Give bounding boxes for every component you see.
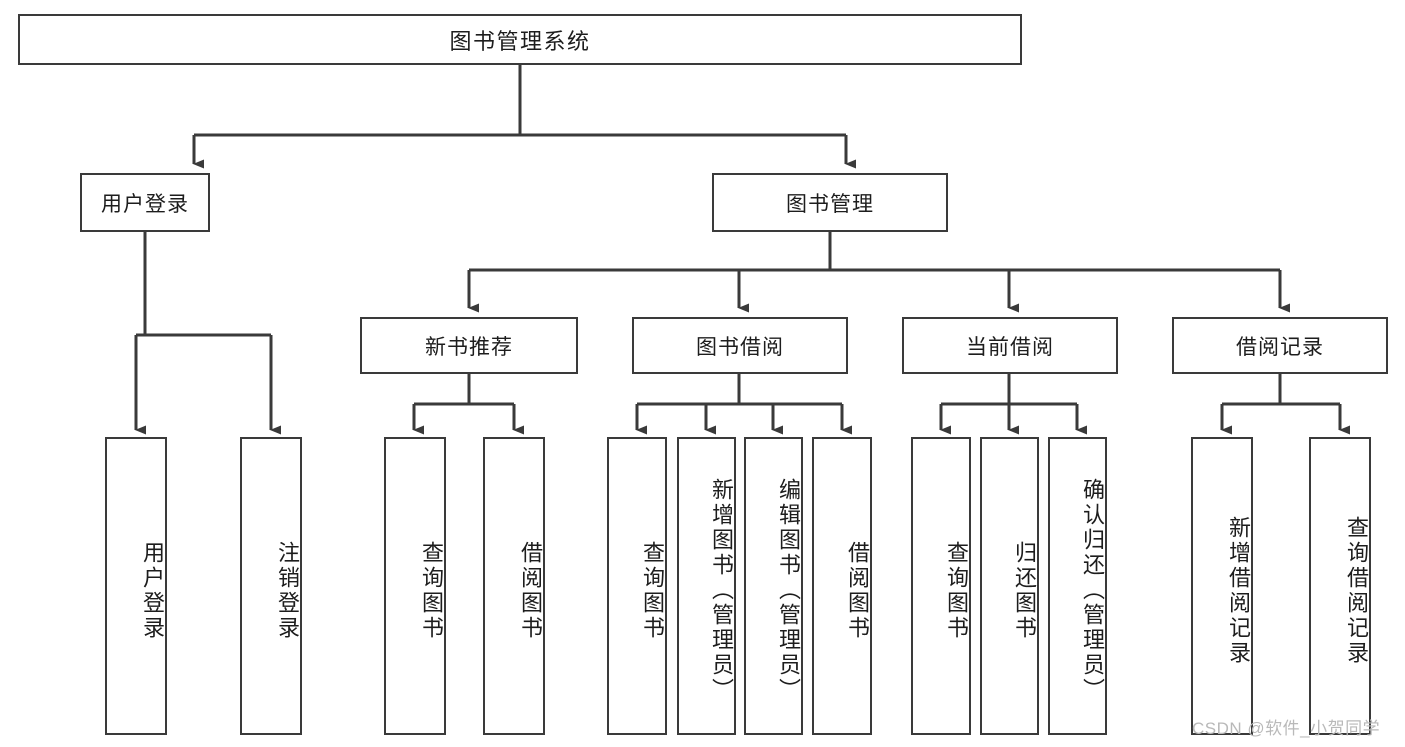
node-leaf-borrow-book-2-label: 借阅图书 (845, 540, 870, 641)
node-leaf-user-login[interactable]: 用户登录 (105, 437, 167, 735)
node-current-borrow-label: 当前借阅 (966, 335, 1054, 359)
node-leaf-query-book-2[interactable]: 查询图书 (607, 437, 667, 735)
node-root-system[interactable]: 图书管理系统 (18, 14, 1022, 65)
node-borrow-record[interactable]: 借阅记录 (1172, 317, 1388, 374)
node-user-login[interactable]: 用户登录 (80, 173, 210, 232)
node-user-login-label: 用户登录 (101, 192, 189, 216)
node-leaf-borrow-book-1[interactable]: 借阅图书 (483, 437, 545, 735)
node-book-borrow-label: 图书借阅 (696, 335, 784, 359)
node-leaf-query-book-1[interactable]: 查询图书 (384, 437, 446, 735)
node-leaf-query-record-label: 查询借阅记录 (1344, 515, 1369, 666)
node-leaf-edit-book[interactable]: 编辑图书（管理员） (744, 437, 803, 735)
node-leaf-edit-book-label: 编辑图书（管理员） (776, 478, 801, 703)
node-leaf-add-book-label: 新增图书（管理员） (709, 478, 734, 703)
node-leaf-logout-login[interactable]: 注销登录 (240, 437, 302, 735)
node-leaf-query-book-2-label: 查询图书 (640, 540, 665, 641)
watermark: CSDN @软件_小贺同学 (1192, 719, 1381, 738)
node-leaf-borrow-book-2[interactable]: 借阅图书 (812, 437, 872, 735)
node-leaf-confirm-return-label: 确认归还（管理员） (1080, 478, 1105, 703)
node-leaf-return-book[interactable]: 归还图书 (980, 437, 1039, 735)
node-leaf-user-login-label: 用户登录 (140, 540, 165, 641)
node-current-borrow[interactable]: 当前借阅 (902, 317, 1118, 374)
node-leaf-query-book-3[interactable]: 查询图书 (911, 437, 971, 735)
node-book-manage-label: 图书管理 (786, 192, 874, 216)
node-leaf-confirm-return[interactable]: 确认归还（管理员） (1048, 437, 1107, 735)
node-leaf-query-record[interactable]: 查询借阅记录 (1309, 437, 1371, 735)
node-new-book-recommend-label: 新书推荐 (425, 335, 513, 359)
node-book-manage[interactable]: 图书管理 (712, 173, 948, 232)
node-borrow-record-label: 借阅记录 (1236, 335, 1324, 359)
node-leaf-add-record[interactable]: 新增借阅记录 (1191, 437, 1253, 735)
node-leaf-query-book-3-label: 查询图书 (944, 540, 969, 641)
node-leaf-add-book[interactable]: 新增图书（管理员） (677, 437, 736, 735)
node-leaf-query-book-1-label: 查询图书 (419, 540, 444, 641)
node-root-system-label: 图书管理系统 (449, 28, 591, 54)
node-new-book-recommend[interactable]: 新书推荐 (360, 317, 578, 374)
node-book-borrow[interactable]: 图书借阅 (632, 317, 848, 374)
node-leaf-add-record-label: 新增借阅记录 (1226, 515, 1251, 666)
node-leaf-borrow-book-1-label: 借阅图书 (518, 540, 543, 641)
node-leaf-return-book-label: 归还图书 (1012, 540, 1037, 641)
node-leaf-logout-login-label: 注销登录 (275, 540, 300, 641)
